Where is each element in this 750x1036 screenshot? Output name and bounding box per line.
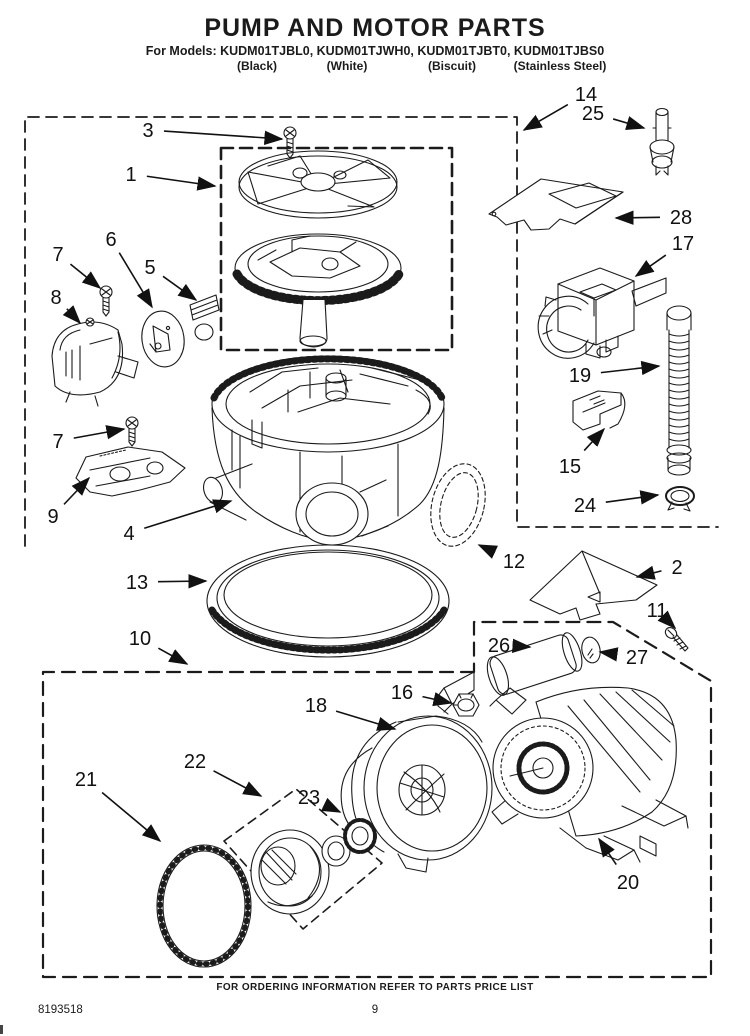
callout-arrow-10: [157, 647, 189, 665]
page-title: PUMP AND MOTOR PARTS: [204, 14, 546, 42]
callout-arrow-8: [62, 305, 82, 325]
finish-label-black: (Black): [236, 59, 278, 73]
callout-number-19: 19: [569, 365, 591, 387]
callout-number-18: 18: [305, 695, 327, 717]
callout-number-22: 22: [184, 751, 206, 773]
callout-number-4: 4: [123, 523, 134, 545]
finish-label-biscuit: (Biscuit): [428, 59, 476, 73]
callout-arrow-18: [335, 710, 397, 731]
part-inlet-8: [51, 317, 139, 407]
callout-arrow-3: [163, 130, 284, 146]
upper-dashed-box: [24, 116, 719, 547]
part-nut-16: [452, 693, 480, 717]
callout-arrow-5: [162, 275, 198, 301]
callout-number-25: 25: [582, 103, 604, 125]
part-chopper-6: [141, 310, 185, 368]
callout-arrow-1: [146, 175, 217, 191]
callout-number-2: 2: [671, 557, 682, 579]
callout-number-26: 26: [488, 635, 510, 657]
spray-arm-dashed-box: [219, 146, 454, 352]
callout-number-8: 8: [50, 287, 61, 309]
callout-arrow-24: [605, 490, 660, 505]
part-split-ring-12: [430, 463, 486, 547]
part-screw-7a: [99, 285, 113, 317]
part-pump-cover-gear: [232, 233, 404, 348]
part-clip-15: [572, 390, 626, 431]
callout-number-10: 10: [129, 628, 151, 650]
page-number: 9: [371, 1004, 379, 1016]
callout-number-7: 7: [52, 431, 63, 453]
callout-arrow-4: [144, 499, 233, 529]
callout-arrow-17: [634, 254, 667, 277]
callout-number-9: 9: [47, 506, 58, 528]
part-seal-ring-13: [206, 544, 450, 658]
callout-number-7: 7: [52, 244, 63, 266]
finish-label-white: (White): [326, 59, 368, 73]
callout-number-23: 23: [298, 787, 320, 809]
callout-number-6: 6: [105, 229, 116, 251]
callout-arrow-21: [101, 791, 162, 843]
finish-label-stainless: (Stainless Steel): [513, 59, 607, 73]
callout-arrow-19: [600, 360, 661, 376]
part-o-ring-21: [156, 844, 252, 968]
part-screw-3: [283, 126, 297, 159]
callout-number-16: 16: [391, 682, 413, 704]
callout-arrow-23: [321, 797, 342, 813]
part-drain-hose-19: [666, 305, 692, 476]
scan-artifact: [0, 1025, 3, 1034]
callout-arrow-26: [511, 638, 532, 654]
part-impeller-22: [250, 829, 330, 915]
callout-number-3: 3: [142, 120, 153, 142]
callout-arrow-28: [614, 210, 661, 225]
part-deflector-2: [529, 550, 658, 621]
part-blade-5: [189, 294, 220, 341]
callout-number-27: 27: [626, 647, 648, 669]
part-pump-housing-18: [340, 715, 493, 873]
callout-number-12: 12: [503, 551, 525, 573]
part-seal-kit-23: [321, 818, 377, 867]
part-motor-20: [489, 686, 689, 863]
callout-arrow-2: [635, 565, 662, 580]
callout-number-28: 28: [670, 207, 692, 229]
callout-arrow-27: [598, 647, 619, 662]
part-screw-11: [664, 627, 689, 652]
callout-number-15: 15: [559, 456, 581, 478]
ordering-note: FOR ORDERING INFORMATION REFER TO PARTS …: [216, 982, 534, 993]
callout-arrow-11: [657, 610, 677, 630]
publication-number: 8193518: [38, 1004, 83, 1016]
callout-number-17: 17: [672, 233, 694, 255]
callout-arrow-13: [157, 574, 208, 589]
callout-arrow-7: [73, 425, 126, 440]
callout-arrow-6: [118, 252, 153, 309]
part-drain-solenoid-17: [537, 267, 667, 359]
callout-arrow-12: [477, 544, 499, 559]
callout-number-11: 11: [647, 600, 668, 622]
callout-arrow-15: [583, 427, 606, 452]
part-washer-27: [581, 636, 601, 664]
callout-arrow-22: [213, 770, 263, 797]
part-hose-clamp-24: [665, 486, 695, 512]
callout-arrow-9: [63, 476, 91, 505]
callout-number-1: 1: [125, 164, 136, 186]
callout-number-14: 14: [575, 84, 597, 106]
callout-number-5: 5: [144, 257, 155, 279]
callout-arrow-14: [522, 103, 569, 131]
models-line: For Models: KUDM01TJBL0, KUDM01TJWH0, KU…: [145, 44, 605, 58]
callout-number-21: 21: [75, 769, 97, 791]
part-cover-bracket-28: [488, 178, 624, 231]
callout-number-20: 20: [617, 872, 639, 894]
part-spray-arm: [238, 150, 398, 219]
part-sump-4: [202, 355, 446, 546]
part-thermostat-25: [649, 107, 675, 176]
callout-arrow-25: [612, 116, 646, 130]
callout-number-13: 13: [126, 572, 148, 594]
callout-arrow-16: [422, 692, 453, 707]
callout-arrow-20: [598, 837, 617, 866]
part-screw-7b: [125, 416, 139, 447]
callout-arrow-7: [69, 263, 102, 290]
part-bracket-9: [75, 446, 186, 497]
callout-number-24: 24: [574, 495, 596, 517]
